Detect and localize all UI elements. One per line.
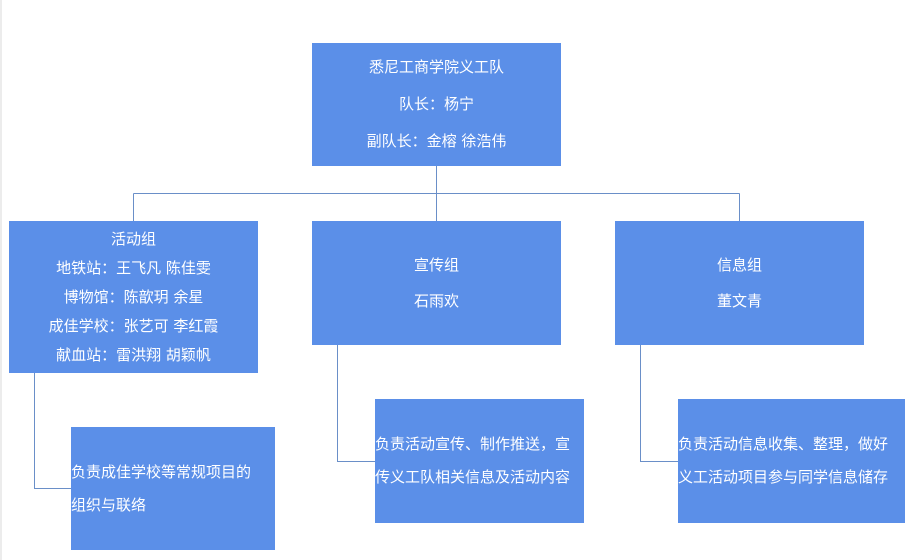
root-node: 悉尼工商学院义工队 队长：杨宁 副队长：金榕 徐浩伟 [312,43,561,166]
group-publicity-member: 石雨欢 [413,292,459,310]
duty-publicity-text-line: 负责活动宣传、制作推送，宣 [375,435,571,453]
duty-node-activity: 负责成佳学校等常规项目的 组织与联络 [71,427,275,550]
group-activity-member-line: 地铁站：王飞凡 陈佳雯 [56,258,211,277]
group-info-title: 信息组 [716,256,762,274]
group-activity-member-line: 献血站：雷洪翔 胡颖帆 [56,345,211,364]
duty-node-publicity: 负责活动宣传、制作推送，宣 传义工队相关信息及活动内容 [375,399,584,523]
duty-node-info: 负责活动信息收集、整理，做好 义工活动项目参与同学信息储存 [678,399,905,523]
duty-activity-text-line: 组织与联络 [71,495,147,514]
duty-info-text-line: 负责活动信息收集、整理，做好 [678,435,889,453]
group-activity-member-line: 博物馆：陈歆玥 余星 [63,287,204,306]
group-publicity-title: 宣传组 [413,256,459,274]
group-activity-member-line: 成佳学校：张艺可 李红霞 [48,316,219,335]
left-edge-divider [0,0,2,560]
group-node-info: 信息组 董文青 [615,221,864,345]
connector-publicity-duty [337,345,375,462]
group-activity-title: 活动组 [110,229,156,248]
duty-publicity-text-line: 传义工队相关信息及活动内容 [375,468,571,486]
duty-info-text-line: 义工活动项目参与同学信息储存 [678,468,889,486]
group-node-activity: 活动组 地铁站：王飞凡 陈佳雯 博物馆：陈歆玥 余星 成佳学校：张艺可 李红霞 … [9,221,258,373]
duty-activity-text-line: 负责成佳学校等常规项目的 [71,462,252,481]
root-captain: 队长：杨宁 [398,95,474,113]
group-info-member: 董文青 [716,292,762,310]
connector-activity-duty [34,373,71,489]
root-vice-captains: 副队长：金榕 徐浩伟 [366,132,507,150]
root-title: 悉尼工商学院义工队 [368,58,504,76]
group-node-publicity: 宣传组 石雨欢 [312,221,561,345]
connector-info-duty [640,345,678,462]
